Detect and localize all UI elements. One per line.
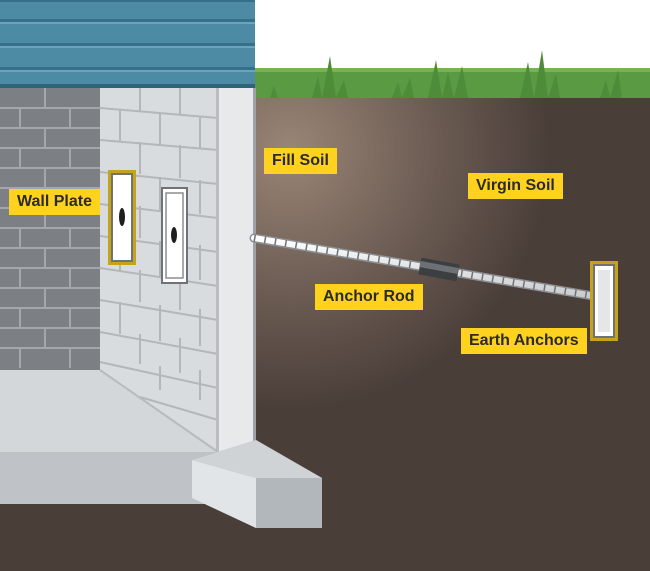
anchor-rod-label: Anchor Rod xyxy=(315,284,423,310)
rod-coupler xyxy=(418,257,460,282)
wall-plate-right xyxy=(161,187,188,284)
anchor-rod xyxy=(249,233,610,303)
wall-plate-label: Wall Plate xyxy=(9,189,100,215)
grass-strip xyxy=(255,50,650,98)
basement-back-wall xyxy=(0,88,100,370)
house-siding xyxy=(0,0,255,88)
basement-floor xyxy=(0,370,218,452)
fill-soil-label: Fill Soil xyxy=(264,148,337,174)
earth-anchors-label: Earth Anchors xyxy=(461,328,587,354)
earth-anchor-plate xyxy=(590,261,618,341)
wall-plate-left xyxy=(108,170,136,265)
virgin-soil-label: Virgin Soil xyxy=(468,173,563,199)
foundation-footing xyxy=(0,440,322,528)
